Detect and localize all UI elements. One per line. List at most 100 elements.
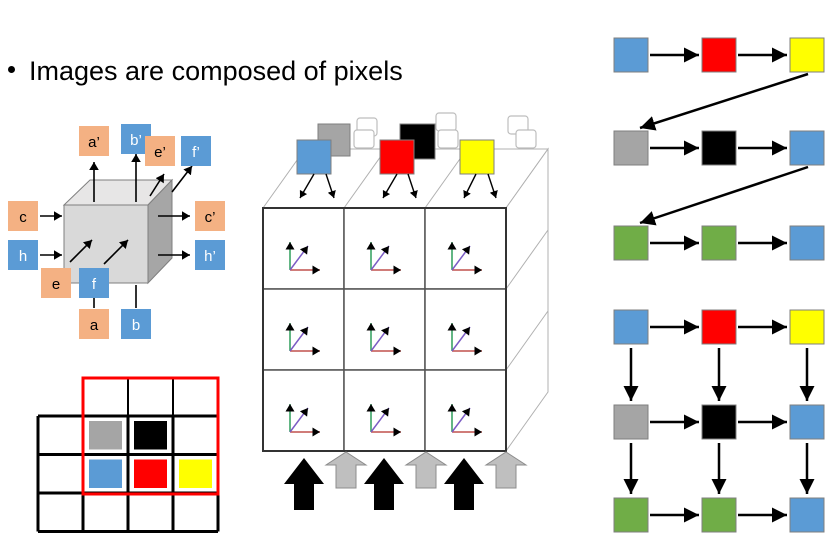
cube-cell xyxy=(262,207,345,290)
bullet-point: Images are composed of pixels xyxy=(8,56,403,87)
input-arrow xyxy=(407,173,418,199)
input-yellow xyxy=(459,139,495,175)
chain-wrap-arrow xyxy=(639,165,809,226)
input-arrow xyxy=(325,173,336,199)
pixel-empty xyxy=(89,498,122,527)
bullet-dot xyxy=(8,66,15,74)
grid-cube xyxy=(262,112,549,510)
pixel-grid xyxy=(36,376,220,533)
axis-z xyxy=(451,326,471,352)
chain-wrap-arrow xyxy=(639,72,809,131)
label-b-prime: b’ xyxy=(130,132,142,149)
label-f: f xyxy=(92,276,97,293)
bullet-text: Images are composed of pixels xyxy=(29,56,403,86)
pixel-gray xyxy=(89,421,122,450)
label-box-a-prime xyxy=(79,126,109,156)
black-up-arrow xyxy=(444,458,484,510)
label-f-prime: f’ xyxy=(192,144,200,161)
ghost-input xyxy=(437,129,459,149)
label-c-prime: c’ xyxy=(205,209,216,226)
label-e: e xyxy=(52,276,60,293)
chain-node-black xyxy=(701,130,737,166)
label-a-prime: a’ xyxy=(88,134,100,151)
label-box-f xyxy=(79,268,109,298)
cube-cell xyxy=(424,288,507,371)
label-box-b xyxy=(121,309,151,339)
chain-node-gray xyxy=(613,130,649,166)
label-b: b xyxy=(132,317,140,334)
input-arrow xyxy=(299,173,315,199)
axis-z xyxy=(370,407,390,433)
pixel-empty xyxy=(179,498,212,527)
cube-cell xyxy=(343,369,426,452)
chain-node-blue xyxy=(789,130,825,166)
label-box-e-prime xyxy=(145,136,175,166)
chain-node-green xyxy=(701,225,737,261)
cube-cell xyxy=(343,207,426,290)
label-h-prime: h’ xyxy=(204,248,216,265)
label-box-a xyxy=(79,309,109,339)
chain-node-green xyxy=(613,225,649,261)
label-box-c-prime xyxy=(195,201,225,231)
chain-node-yellow xyxy=(789,37,825,73)
input-blue xyxy=(296,139,332,175)
cube-cell xyxy=(424,207,507,290)
axis-z xyxy=(370,326,390,352)
pixel-yellow xyxy=(179,459,212,488)
input-red xyxy=(379,139,415,175)
grid-node-blue xyxy=(789,404,825,440)
pixel-empty xyxy=(134,498,167,527)
input-arrow xyxy=(463,173,477,199)
receptive-field xyxy=(81,376,220,496)
grid-node-red xyxy=(701,309,737,345)
input-arrow xyxy=(487,173,498,199)
chain-node-red xyxy=(701,37,737,73)
grid-graph xyxy=(613,309,825,533)
pixel-empty xyxy=(44,421,77,450)
grid-node-black xyxy=(701,404,737,440)
label-box-f-prime xyxy=(181,136,211,166)
axis-z xyxy=(289,407,309,433)
label-h: h xyxy=(19,248,27,265)
grid-node-green xyxy=(613,497,649,533)
chain-graph xyxy=(613,37,825,261)
pixel-empty xyxy=(44,460,77,489)
arrow-e-prime xyxy=(149,173,165,197)
grid-node-gray xyxy=(613,404,649,440)
cube-cell xyxy=(424,369,507,452)
grid-node-green xyxy=(701,497,737,533)
cell-unit-diagram: a’ b’ e’ f’ c h c’ h’ e f a b xyxy=(8,124,225,339)
cube-cell xyxy=(262,369,345,452)
axis-z xyxy=(370,245,390,271)
axis-z xyxy=(289,245,309,271)
grid-node-yellow xyxy=(789,309,825,345)
cube-edge xyxy=(343,148,387,209)
axis-z xyxy=(451,407,471,433)
ghost-input xyxy=(515,129,537,149)
cube-cell xyxy=(343,288,426,371)
label-box-h xyxy=(8,240,38,270)
pixel-empty xyxy=(179,421,212,450)
axis-z xyxy=(451,245,471,271)
cube-edge xyxy=(505,310,549,371)
label-box-e xyxy=(41,268,71,298)
gray-up-arrow xyxy=(404,451,448,489)
pixel-blue xyxy=(89,459,122,488)
label-e-prime: e’ xyxy=(154,144,166,161)
arrow-f-in xyxy=(103,239,129,265)
cube-cell xyxy=(262,288,345,371)
chain-node-blue xyxy=(613,37,649,73)
gray-up-arrow xyxy=(324,451,368,489)
axis-z xyxy=(289,326,309,352)
pixel-red xyxy=(134,459,167,488)
arrow-f-prime xyxy=(171,165,193,193)
grid-node-blue xyxy=(789,497,825,533)
input-arrow xyxy=(382,173,398,199)
arrow-e-in xyxy=(69,239,93,263)
label-box-c xyxy=(8,201,38,231)
label-c: c xyxy=(19,209,27,226)
cube-front-border xyxy=(262,207,507,452)
label-a: a xyxy=(90,317,99,334)
ghost-input xyxy=(353,129,375,149)
